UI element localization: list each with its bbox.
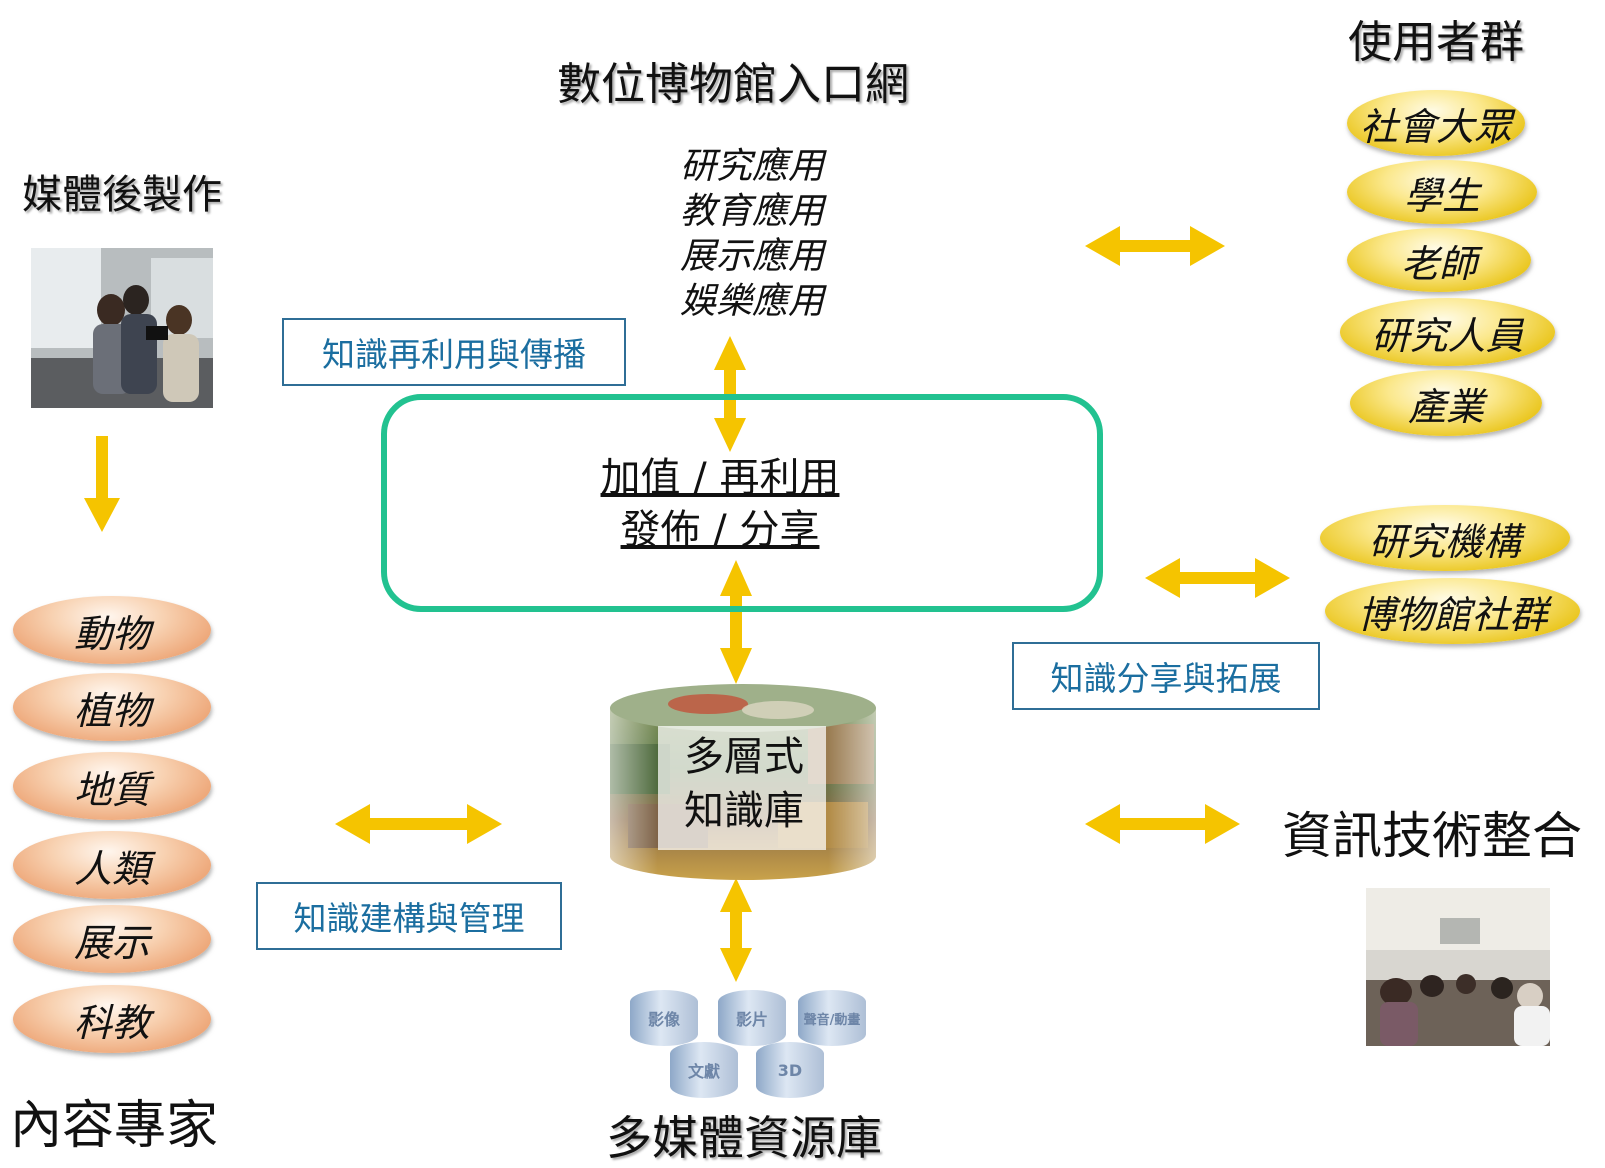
store-audio-animation: 聲音/動畫 [798, 990, 866, 1046]
content-experts-title: 內容專家 [10, 1096, 219, 1156]
expert-domain-pill: 地質 [13, 752, 211, 820]
store-video: 影片 [718, 990, 786, 1046]
application-item: 研究應用 [679, 146, 824, 187]
multimedia-title: 多媒體資源庫 [606, 1111, 882, 1165]
core-value-text: 加值 / 再利用 發佈 / 分享 [560, 452, 880, 556]
arrow-core-kb [720, 560, 752, 684]
application-list: 研究應用 教育應用 展示應用 娛樂應用 [662, 144, 842, 324]
user-group-pill: 研究人員 [1340, 298, 1555, 366]
media-team-photo [31, 248, 213, 408]
application-item: 娛樂應用 [679, 281, 824, 322]
it-meeting-photo [1366, 888, 1550, 1046]
application-item: 展示應用 [679, 236, 824, 277]
knowledge-base-line1: 多層式 [684, 734, 804, 780]
institution-pill: 博物館社群 [1325, 578, 1580, 644]
it-integration-title: 資訊技術整合 [1282, 807, 1582, 865]
expert-domain-pill: 動物 [13, 596, 211, 664]
knowledge-reuse-box: 知識再利用與傳播 [282, 318, 626, 386]
user-group-pill: 產業 [1350, 370, 1542, 436]
photo-illustration-icon [31, 248, 213, 408]
photo-illustration-icon [1366, 888, 1550, 1046]
portal-title: 數位博物館入口網 [557, 59, 909, 110]
database-cylinder-icon [610, 684, 876, 880]
user-group-pill: 學生 [1347, 160, 1537, 224]
institution-pill: 研究機構 [1320, 505, 1570, 571]
expert-domain-pill: 展示 [13, 905, 211, 973]
arrow-portal-users [1085, 226, 1225, 266]
application-item: 教育應用 [679, 191, 824, 232]
arrow-kb-it [1085, 804, 1240, 844]
arrow-experts-kb [335, 804, 502, 844]
knowledge-share-box: 知識分享與拓展 [1012, 642, 1320, 710]
knowledge-base-cylinder [608, 684, 878, 884]
expert-domain-pill: 人類 [13, 831, 211, 899]
store-literature: 文獻 [670, 1042, 738, 1098]
store-3d: 3D [756, 1042, 824, 1098]
expert-domain-pill: 科教 [13, 985, 211, 1053]
users-title: 使用者群 [1348, 17, 1524, 68]
user-group-pill: 老師 [1347, 228, 1531, 292]
core-value-box [381, 394, 1103, 612]
arrow-kb-stores [720, 878, 752, 982]
arrow-core-institutions [1145, 558, 1290, 598]
core-line-value-reuse: 加值 / 再利用 [600, 455, 840, 501]
media-postproduction-title: 媒體後製作 [22, 172, 222, 218]
expert-domain-pill: 植物 [13, 673, 211, 741]
store-image: 影像 [630, 990, 698, 1046]
core-line-publish-share: 發佈 / 分享 [620, 507, 820, 553]
knowledge-base-label: 多層式 知識庫 [660, 730, 828, 838]
arrow-media-experts [84, 436, 120, 532]
user-group-pill: 社會大眾 [1347, 90, 1525, 156]
knowledge-base-line2: 知識庫 [684, 788, 804, 834]
knowledge-build-box: 知識建構與管理 [256, 882, 562, 950]
